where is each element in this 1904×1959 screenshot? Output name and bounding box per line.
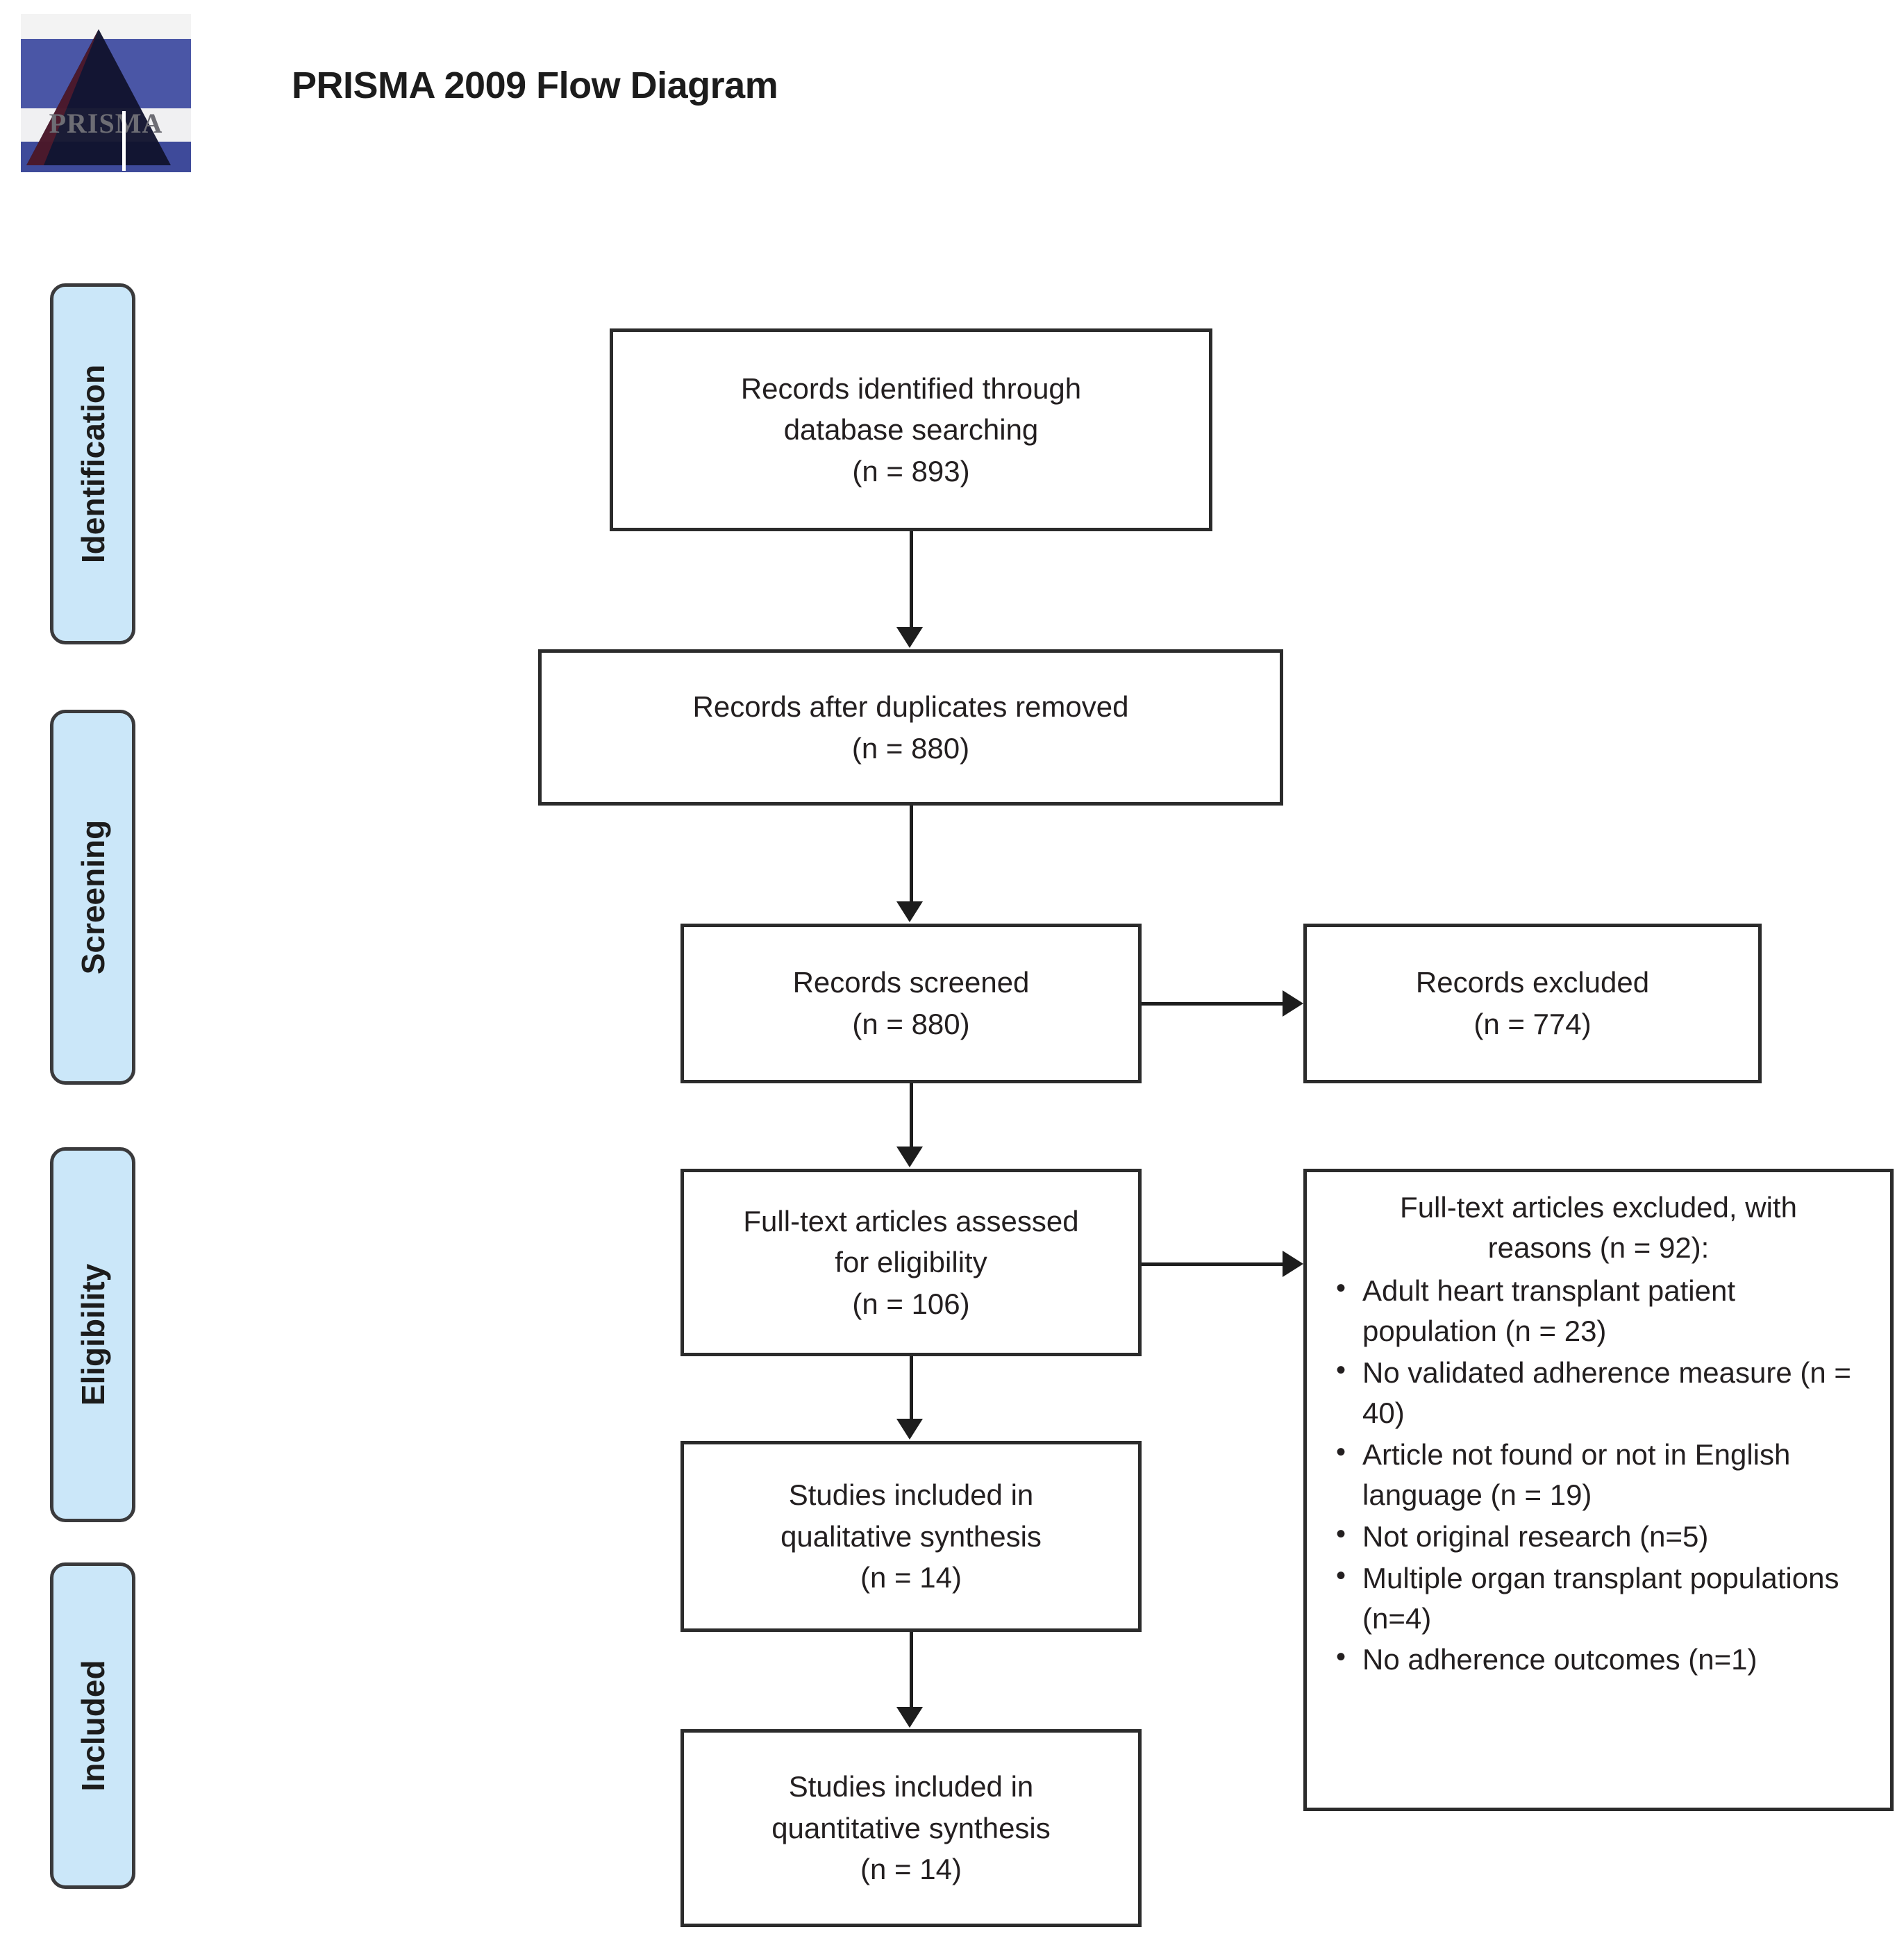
connector-fulltext-to-qualitative: [910, 1356, 913, 1420]
arrow-down-icon: [896, 1419, 923, 1440]
arrow-right-icon: [1283, 990, 1303, 1017]
prism-stem-icon: [122, 111, 126, 171]
arrow-down-icon: [896, 1147, 923, 1167]
list-item: Adult heart transplant patient populatio…: [1319, 1269, 1878, 1351]
connector-qualitative-to-quantitative: [910, 1632, 913, 1708]
box-studies-qualitative-synthesis: Studies included in qualitative synthesi…: [680, 1441, 1142, 1632]
box-count: (n = 14): [860, 1853, 962, 1886]
connector-screened-to-fulltext: [910, 1083, 913, 1148]
reasons-heading: Full-text articles excluded, with reason…: [1335, 1187, 1862, 1268]
box-records-excluded: Records excluded (n = 774): [1303, 924, 1762, 1083]
connector-screened-to-excluded: [1142, 1002, 1284, 1006]
stage-label-text: Included: [74, 1660, 111, 1792]
box-count: (n = 774): [1473, 1008, 1592, 1040]
list-item: Multiple organ transplant populations (n…: [1319, 1557, 1878, 1639]
prisma-logo: PRISMA: [21, 14, 191, 172]
box-studies-quantitative-synthesis: Studies included in quantitative synthes…: [680, 1729, 1142, 1927]
box-line: Full-text articles assessed: [743, 1204, 1079, 1237]
stage-label-included: Included: [50, 1562, 135, 1889]
box-line: for eligibility: [835, 1246, 987, 1279]
box-line: Records screened: [792, 966, 1030, 999]
list-item: Article not found or not in English lang…: [1319, 1433, 1878, 1515]
stage-label-screening: Screening: [50, 710, 135, 1085]
box-count: (n = 14): [860, 1561, 962, 1594]
reasons-heading-count: reasons (n = 92):: [1487, 1231, 1710, 1264]
stage-label-identification: Identification: [50, 283, 135, 644]
reasons-heading-line: Full-text articles excluded, with: [1400, 1191, 1797, 1224]
stage-label-eligibility: Eligibility: [50, 1147, 135, 1522]
connector-identified-to-duplicates: [910, 531, 913, 628]
box-count: (n = 880): [852, 1008, 970, 1040]
stage-label-text: Identification: [74, 364, 111, 564]
box-records-screened: Records screened (n = 880): [680, 924, 1142, 1083]
box-line: Records after duplicates removed: [692, 690, 1129, 723]
box-line: Records identified through: [740, 372, 1082, 405]
box-line: Records excluded: [1415, 966, 1650, 999]
box-count: (n = 106): [852, 1287, 970, 1320]
page-title: PRISMA 2009 Flow Diagram: [292, 65, 778, 106]
box-line: quantitative synthesis: [771, 1811, 1051, 1844]
list-item: Not original research (n=5): [1319, 1515, 1878, 1557]
list-item: No adherence outcomes (n=1): [1319, 1638, 1878, 1680]
arrow-down-icon: [896, 901, 923, 922]
arrow-down-icon: [896, 627, 923, 648]
list-item: No validated adherence measure (n = 40): [1319, 1351, 1878, 1433]
box-fulltext-articles-excluded-with-reasons: Full-text articles excluded, with reason…: [1303, 1169, 1894, 1811]
stage-label-text: Screening: [74, 819, 111, 975]
box-records-identified: Records identified through database sear…: [610, 328, 1212, 531]
box-line: database searching: [783, 413, 1039, 447]
box-fulltext-articles-assessed: Full-text articles assessed for eligibil…: [680, 1169, 1142, 1356]
stage-label-text: Eligibility: [74, 1263, 111, 1406]
box-count: (n = 880): [851, 731, 970, 765]
box-line: qualitative synthesis: [780, 1519, 1042, 1553]
box-line: Studies included in: [788, 1770, 1034, 1803]
logo-wordmark: PRISMA: [49, 108, 163, 139]
box-records-after-duplicates-removed: Records after duplicates removed (n = 88…: [538, 649, 1283, 806]
box-count: (n = 893): [852, 454, 970, 487]
exclusion-reasons-list: Adult heart transplant patient populatio…: [1319, 1269, 1878, 1681]
connector-fulltext-to-reasons: [1142, 1262, 1284, 1266]
arrow-down-icon: [896, 1707, 923, 1728]
box-line: Studies included in: [788, 1478, 1034, 1512]
arrow-right-icon: [1283, 1251, 1303, 1277]
connector-duplicates-to-screened: [910, 806, 913, 903]
